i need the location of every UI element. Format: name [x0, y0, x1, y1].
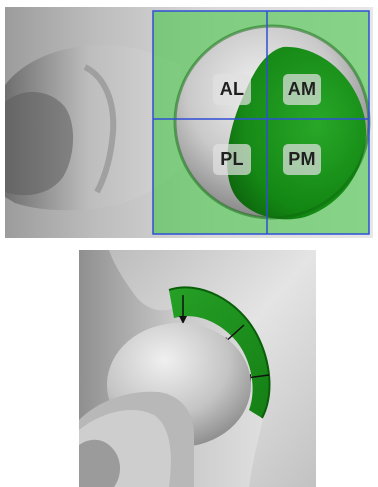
quadrant-label-al: AL	[213, 74, 251, 105]
hip-joint-view	[79, 250, 316, 487]
quadrant-label-pl: PL	[213, 144, 251, 175]
quadrant-label-pm: PM	[283, 144, 321, 175]
quadrant-label-am: AM	[283, 74, 321, 105]
top-view-panel: AL AM PL PM	[5, 7, 373, 238]
femoral-head-top-view	[5, 7, 373, 238]
bottom-view-panel	[79, 250, 316, 487]
arrow-1-head	[179, 316, 187, 324]
